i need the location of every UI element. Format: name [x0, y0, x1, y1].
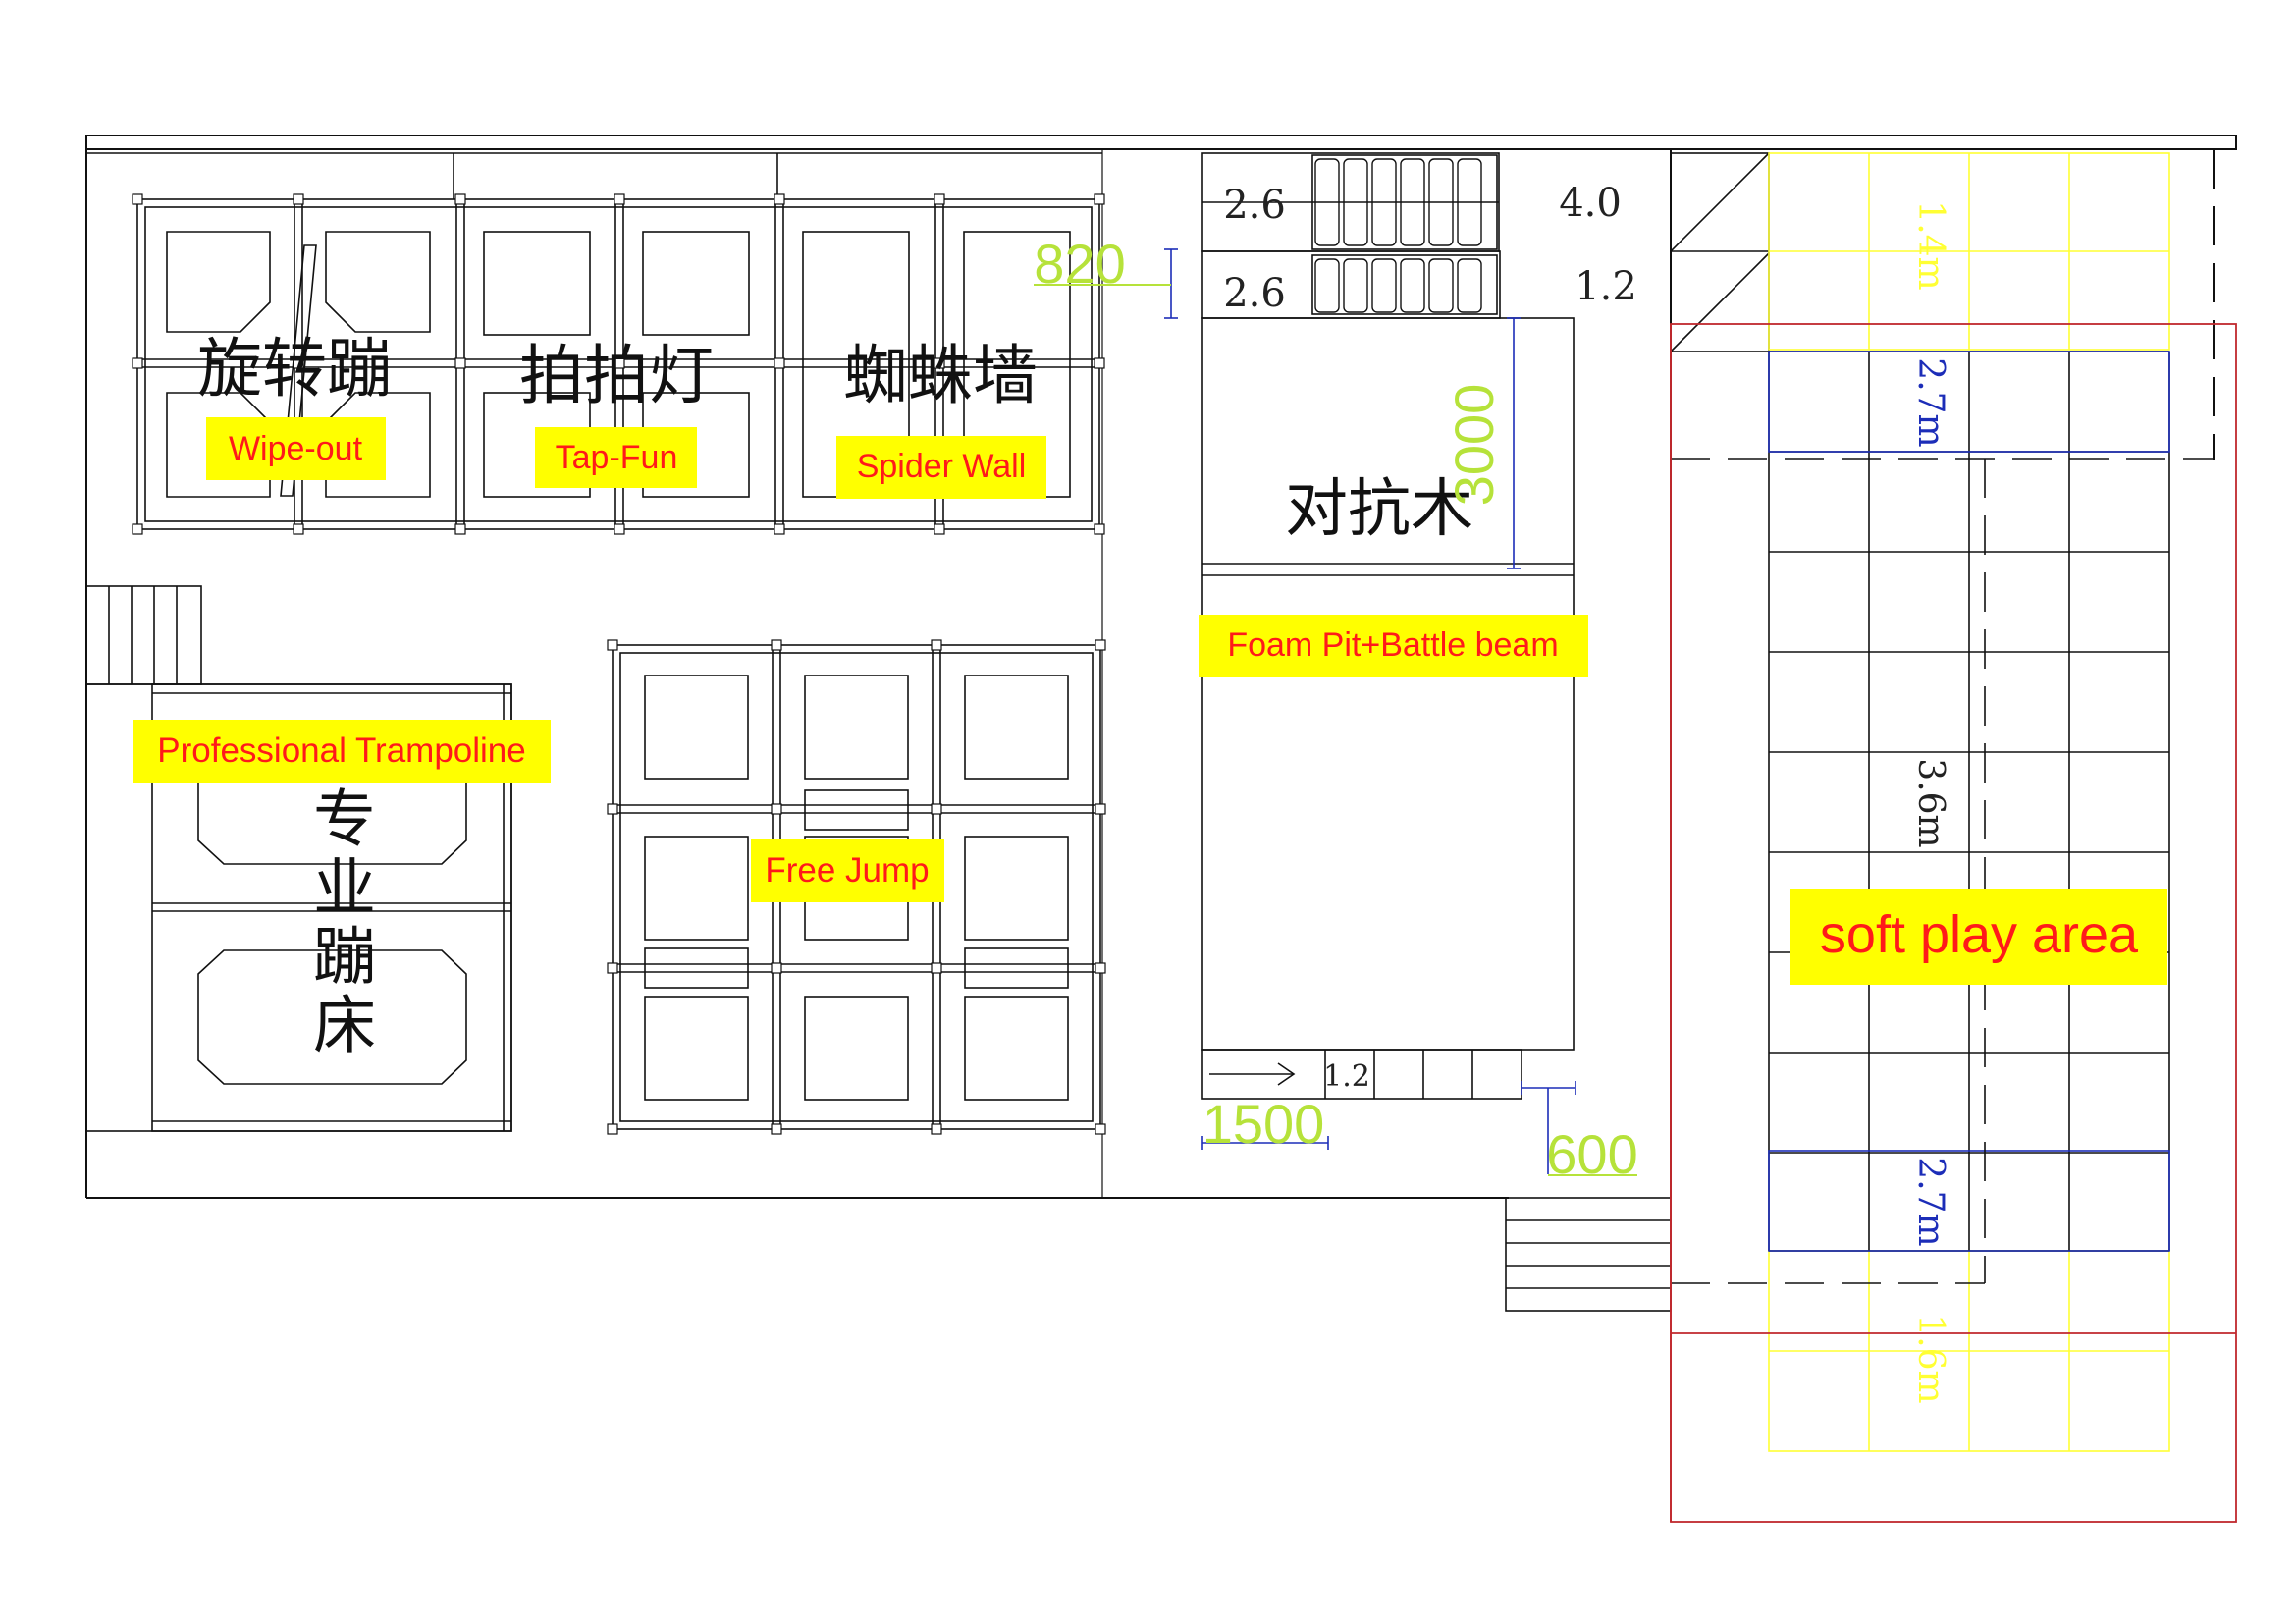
building-outline — [85, 135, 2237, 1199]
dimension-lines — [1164, 248, 1576, 1174]
spider-wall-cn-label: 蜘蛛墙 — [843, 338, 1038, 413]
foam-pit-tag: Foam Pit+Battle beam — [1199, 615, 1588, 677]
soft-play-corner — [1670, 152, 1770, 352]
dim-soft-bottom-blue: 2.7m — [1910, 1157, 1950, 1246]
wipeout-cn-label: 旋转蹦 — [197, 331, 392, 406]
foam-pit-en-label: Foam Pit+Battle beam — [1227, 626, 1558, 664]
wipeout-en-label: Wipe-out — [229, 430, 363, 467]
dim-soft-top-blue: 2.7m — [1910, 357, 1950, 447]
spider-wall-tag: Spider Wall — [836, 436, 1046, 499]
soft-play-blue-bands — [1768, 351, 2170, 1252]
stairs-left — [85, 585, 202, 685]
tapfun-tag: Tap-Fun — [535, 427, 697, 488]
dim-soft-top-yellow: 1.4m — [1910, 200, 1950, 290]
dim-bottom-step: 1.2 — [1323, 1059, 1370, 1094]
foam-pit-block — [1201, 152, 1575, 1100]
stairs-bottom — [1505, 1197, 1672, 1312]
dim-row1-right: 4.0 — [1559, 181, 1622, 226]
dimension-leaders — [1034, 284, 1637, 1176]
top-row-joints — [132, 193, 1105, 535]
dim-600: 600 — [1546, 1123, 1637, 1185]
free-jump-joints — [607, 639, 1106, 1135]
spider-wall-en-label: Spider Wall — [857, 448, 1027, 485]
foam-pit-cells — [1314, 158, 1482, 313]
tapfun-en-label: Tap-Fun — [556, 439, 678, 476]
dim-3000: 3000 — [1443, 384, 1505, 507]
soft-play-tag: soft play area — [1790, 889, 2167, 985]
wipeout-tag: Wipe-out — [206, 417, 386, 480]
soft-play-en-label: soft play area — [1820, 905, 2139, 964]
pro-trampoline-en-label: Professional Trampoline — [157, 731, 525, 770]
free-jump-tag: Free Jump — [751, 839, 944, 902]
dim-1500: 1500 — [1202, 1093, 1325, 1155]
soft-play-boundary — [1670, 323, 2237, 1523]
dim-soft-mid: 3.6m — [1910, 758, 1950, 847]
dim-row2-left: 2.6 — [1223, 271, 1286, 316]
dim-row2-right: 1.2 — [1575, 264, 1637, 309]
free-jump-en-label: Free Jump — [765, 851, 929, 890]
professional-trampoline — [85, 683, 512, 1132]
dim-row1-left: 2.6 — [1223, 183, 1286, 228]
tapfun-cn-label: 拍拍灯 — [519, 338, 714, 413]
pro-trampoline-cn-label: 专业蹦床 — [302, 785, 375, 1060]
soft-play-dashed — [1671, 458, 2214, 1284]
battle-beam-cn-label: 对抗木 — [1285, 473, 1473, 546]
dim-soft-bottom-yellow: 1.6m — [1910, 1314, 1950, 1403]
soft-play-black-grid — [1768, 351, 2170, 1252]
pro-trampoline-tag: Professional Trampoline — [133, 720, 551, 783]
dim-820: 820 — [1034, 233, 1125, 295]
